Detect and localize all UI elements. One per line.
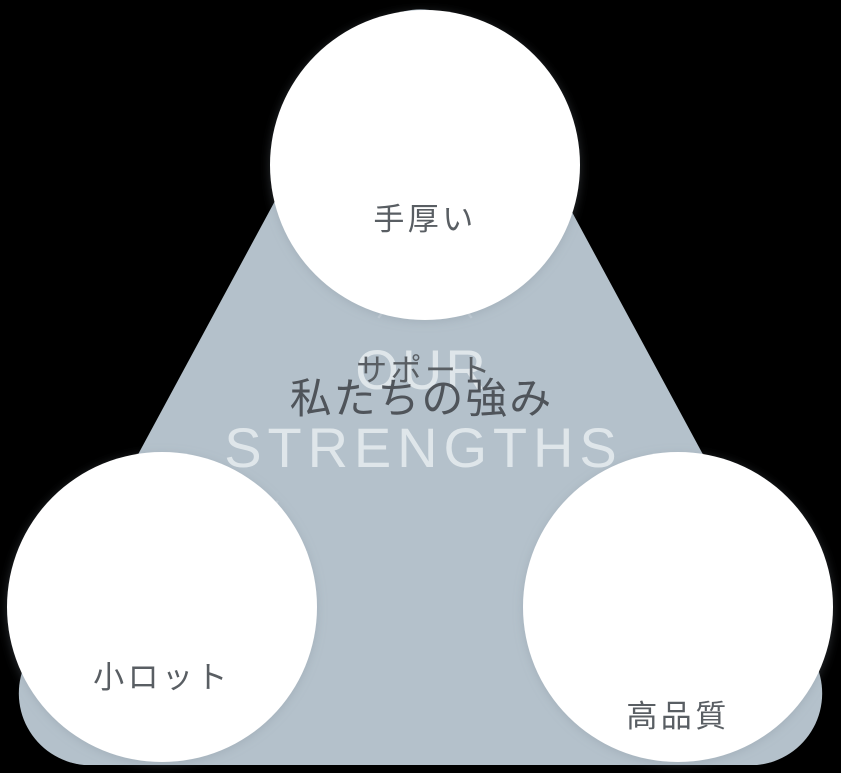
node-circle-top[interactable] — [270, 10, 580, 320]
node-circle-bottom-left[interactable] — [7, 452, 317, 762]
node-circle-bottom-right[interactable] — [523, 452, 833, 762]
